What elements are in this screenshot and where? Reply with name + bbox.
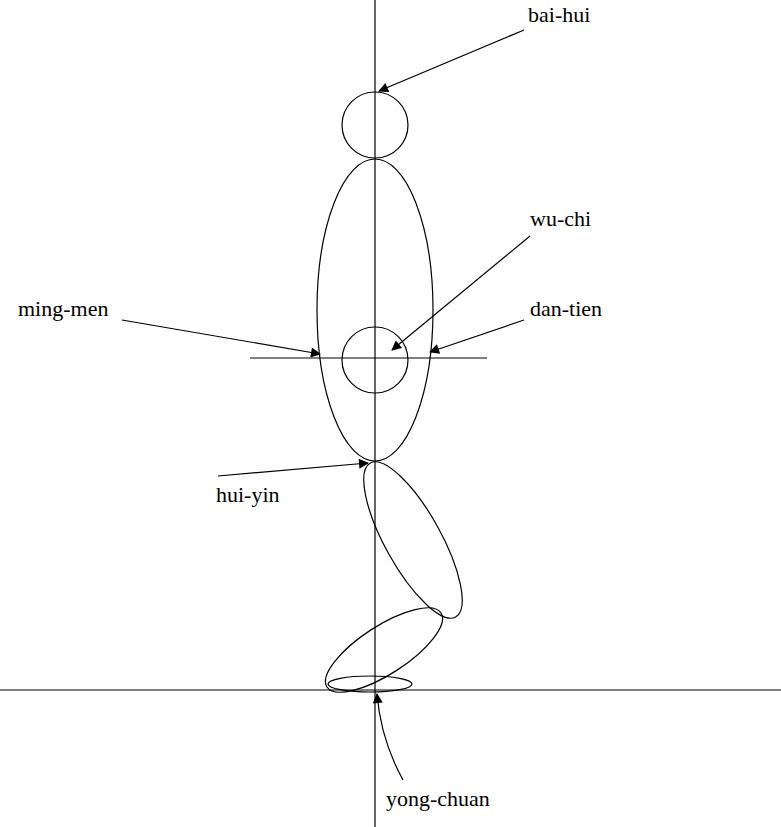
leader-line bbox=[377, 694, 403, 780]
point-label: bai-hui bbox=[528, 2, 590, 28]
center-line bbox=[374, 0, 375, 827]
thigh-ellipse bbox=[346, 449, 480, 630]
leader-line bbox=[430, 320, 524, 352]
leader-line bbox=[379, 30, 524, 91]
foot-ellipse bbox=[328, 676, 412, 692]
point-label: ming-men bbox=[18, 296, 108, 322]
shin-ellipse bbox=[314, 593, 454, 707]
torso-ellipse bbox=[317, 159, 433, 461]
waist-line bbox=[250, 357, 487, 358]
point-label: dan-tien bbox=[530, 296, 602, 322]
leader-line bbox=[218, 463, 368, 476]
point-label: yong-chuan bbox=[386, 786, 490, 812]
dan-tien-circle bbox=[342, 327, 408, 393]
leader-line bbox=[122, 320, 320, 354]
point-label: hui-yin bbox=[216, 482, 280, 508]
head-circle bbox=[342, 92, 408, 158]
leader-line bbox=[392, 236, 530, 350]
point-label: wu-chi bbox=[530, 206, 591, 232]
